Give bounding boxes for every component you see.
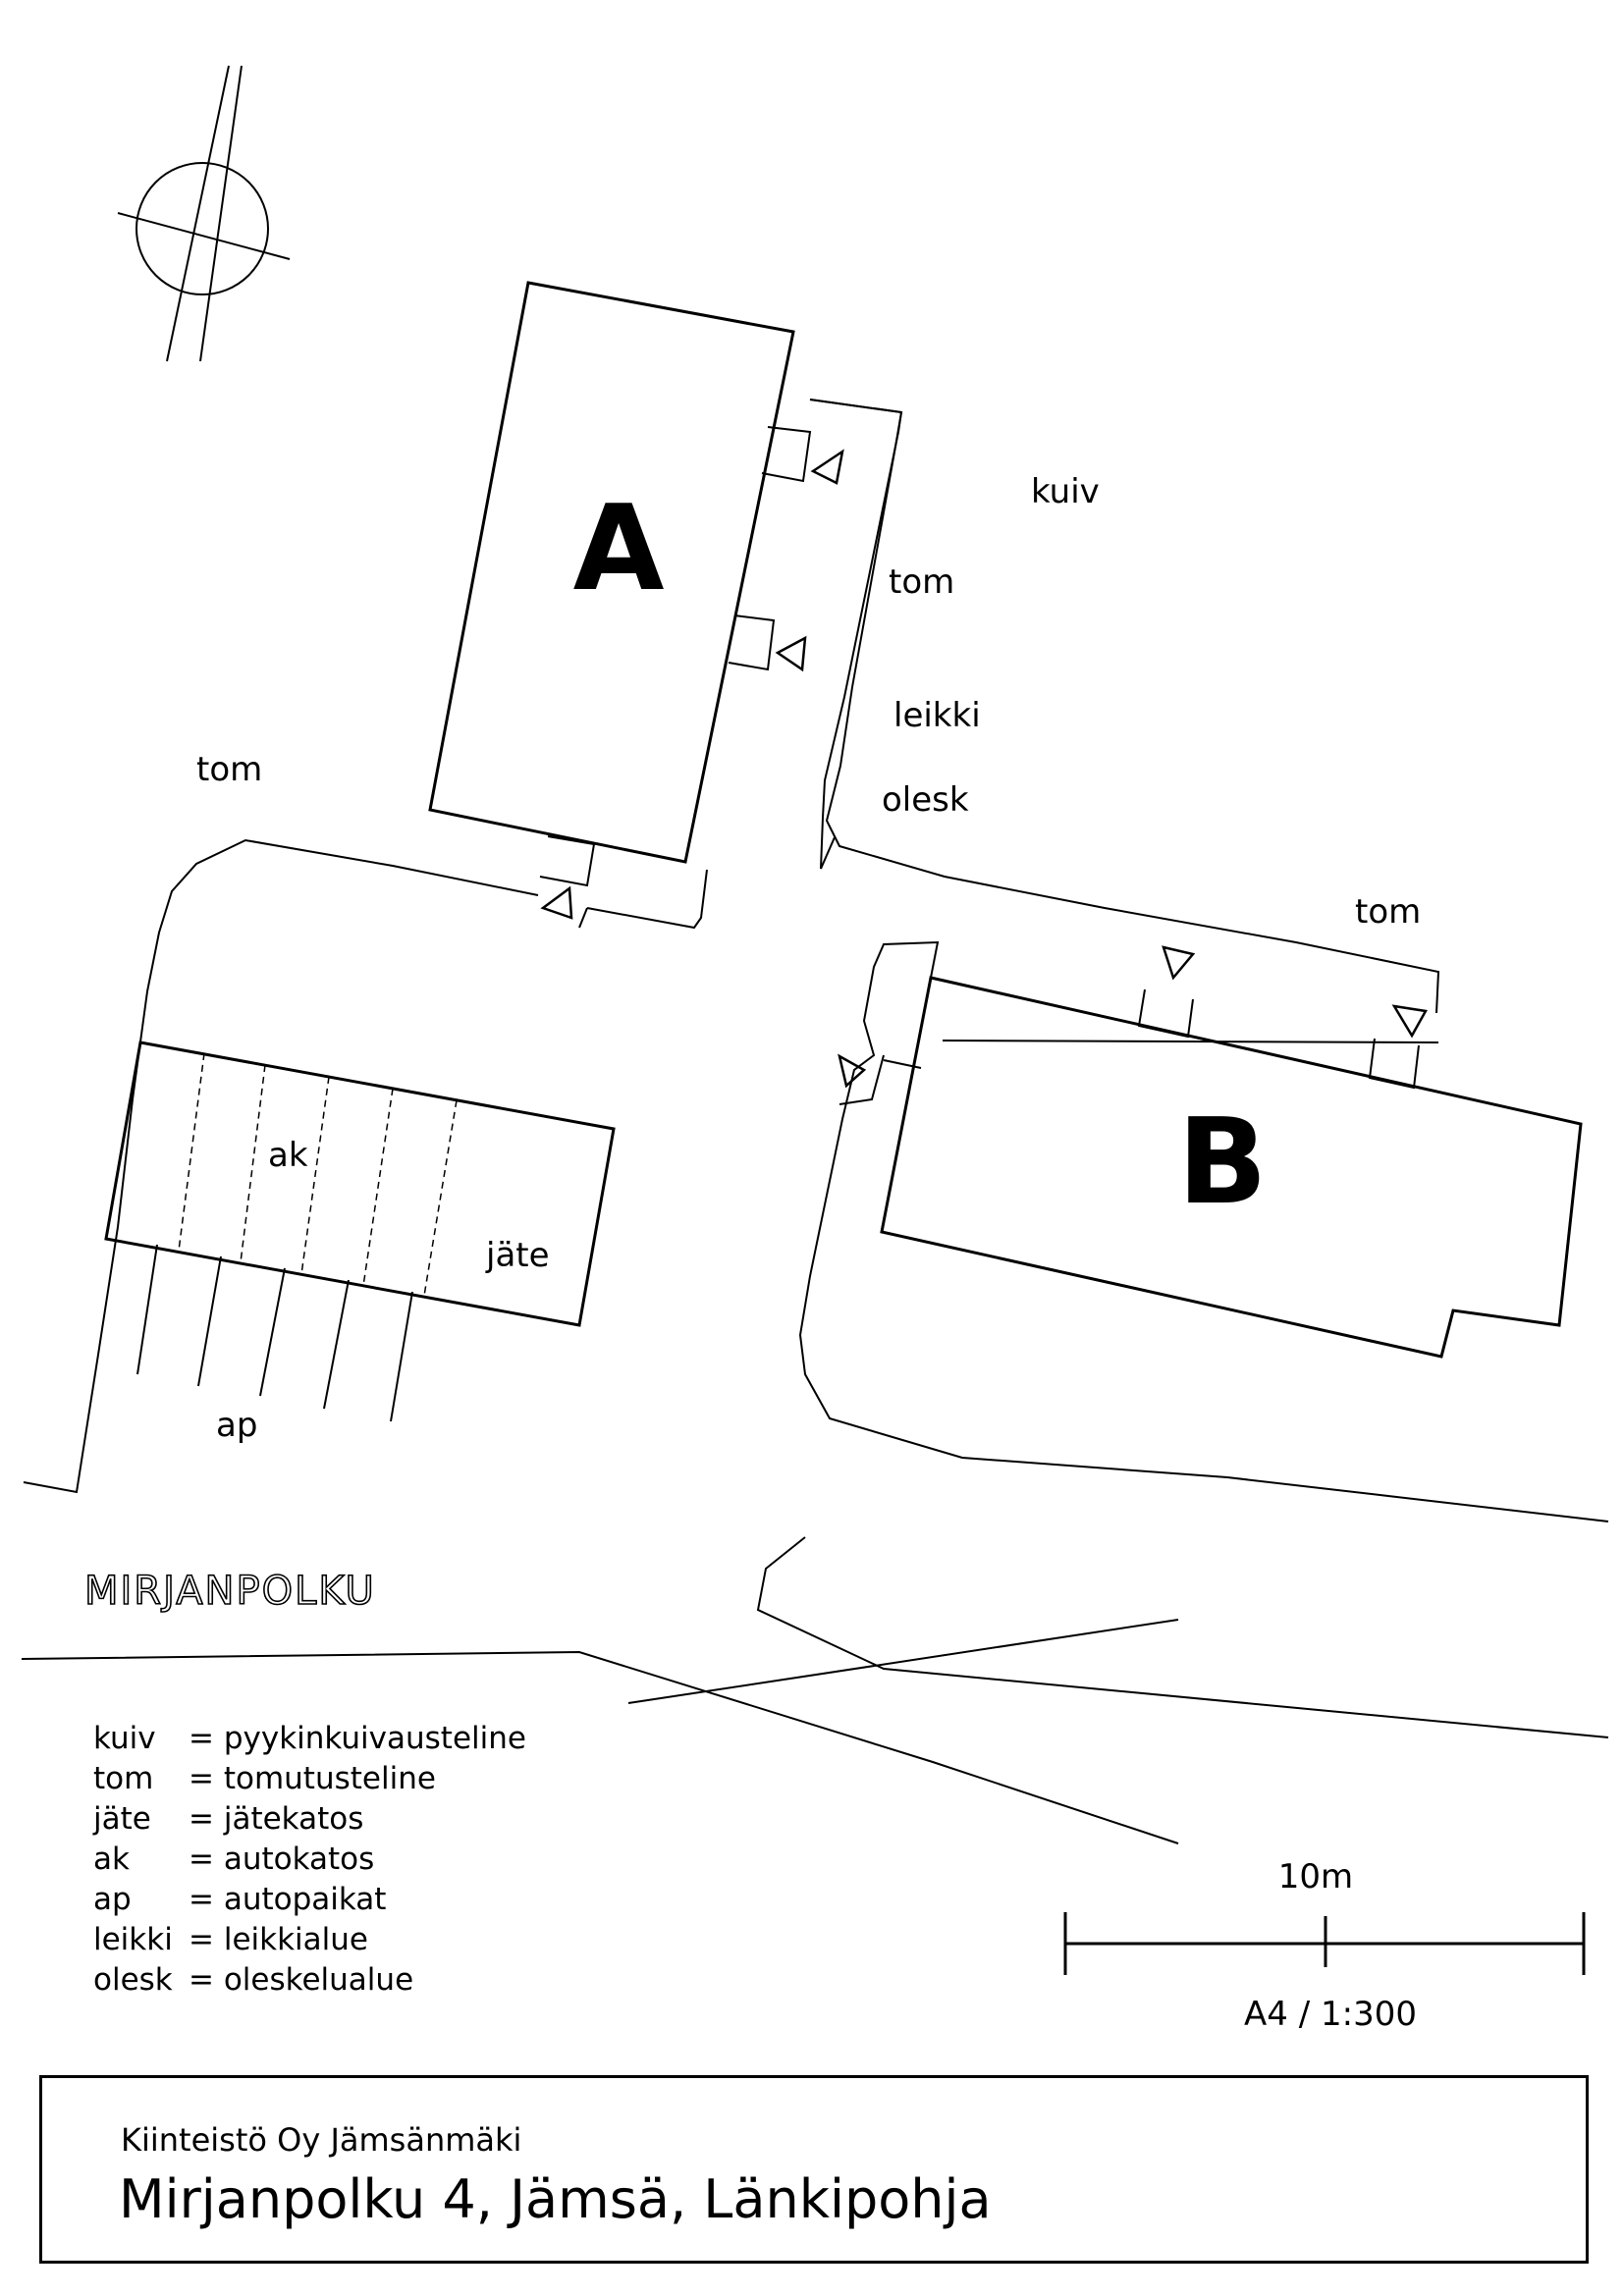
entrance-icon <box>838 1053 867 1089</box>
legend-abbr: ak <box>93 1842 130 1877</box>
scale-distance: 10m <box>1278 1857 1353 1896</box>
label-ap: ap <box>216 1406 257 1445</box>
label-kuiv: kuiv <box>1031 472 1100 511</box>
label-olesk: olesk <box>882 780 969 820</box>
label-tom: tom <box>196 750 262 789</box>
entrance-icon <box>540 885 573 920</box>
property-address: Mirjanpolku 4, Jämsä, Länkipohja <box>119 2168 992 2230</box>
building-b: B <box>798 940 1609 1522</box>
scale-bar: 10m A4 / 1:300 <box>1063 1857 1586 2034</box>
legend-text: = jätekatos <box>189 1801 363 1837</box>
label-leikki: leikki <box>893 696 981 735</box>
entrance-icon <box>1162 945 1196 981</box>
car-shelter <box>104 1041 616 1422</box>
label-ak: ak <box>268 1136 308 1175</box>
legend-text: = oleskelualue <box>189 1962 413 1998</box>
legend-text: = pyykinkuivausteline <box>189 1721 526 1756</box>
legend: kuiv = pyykinkuivausteline tom = tomutus… <box>92 1721 526 1998</box>
building-b-label: B <box>1177 1095 1267 1231</box>
legend-abbr: ap <box>93 1882 132 1917</box>
label-tom: tom <box>1355 892 1421 932</box>
legend-abbr: tom <box>93 1761 153 1796</box>
building-a-label: A <box>573 481 665 617</box>
street-name: MIRJANPOLKU <box>84 1569 376 1614</box>
title-block: Kiinteistö Oy Jämsänmäki Mirjanpolku 4, … <box>39 2075 1589 2264</box>
legend-text: = tomutusteline <box>189 1761 436 1796</box>
legend-abbr: jäte <box>92 1801 151 1837</box>
entrance-icon <box>810 449 844 485</box>
legend-abbr: olesk <box>93 1962 173 1998</box>
legend-abbr: leikki <box>93 1922 173 1957</box>
walkway-a <box>23 399 1440 1494</box>
building-a: A <box>428 281 795 864</box>
scale-ratio: A4 / 1:300 <box>1244 1995 1417 2034</box>
owner-name: Kiinteistö Oy Jämsänmäki <box>121 2121 522 2159</box>
entrance-icon <box>1391 1004 1428 1039</box>
legend-text: = leikkialue <box>189 1922 368 1957</box>
label-tom: tom <box>889 562 954 602</box>
legend-abbr: kuiv <box>93 1721 156 1756</box>
legend-text: = autopaikat <box>189 1882 386 1917</box>
entrance-icon <box>775 635 807 672</box>
legend-text: = autokatos <box>189 1842 374 1877</box>
label-jate: jäte <box>485 1236 550 1275</box>
street-edges <box>21 1536 1609 1844</box>
area-labels: kuiv tom leikki olesk tom tom ak jäte ap <box>196 472 1421 1445</box>
north-arrow-icon <box>117 65 291 362</box>
entrance-markers <box>540 449 1428 1089</box>
